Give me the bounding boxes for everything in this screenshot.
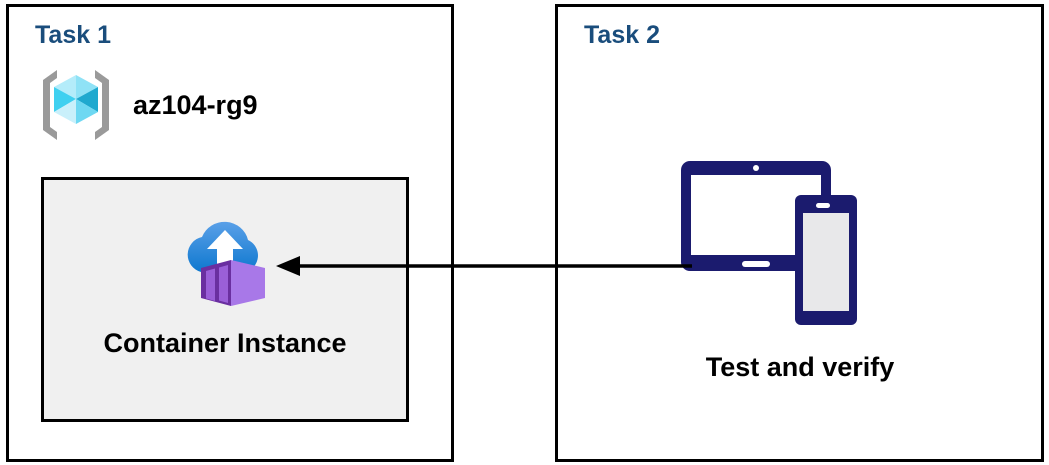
container-instance-label: Container Instance <box>103 328 347 358</box>
resource-group-row: az104-rg9 <box>35 64 258 146</box>
task-2-heading: Task 2 <box>584 21 660 49</box>
task-panel-1: Task 1 az104-rg9 <box>6 4 454 462</box>
task-1-heading: Task 1 <box>35 21 111 49</box>
container-instance-box: Container Instance <box>41 177 409 422</box>
resource-group-label: az104-rg9 <box>133 89 258 120</box>
azure-resource-group-icon <box>35 64 117 146</box>
test-and-verify-label: Test and verify <box>705 352 895 382</box>
